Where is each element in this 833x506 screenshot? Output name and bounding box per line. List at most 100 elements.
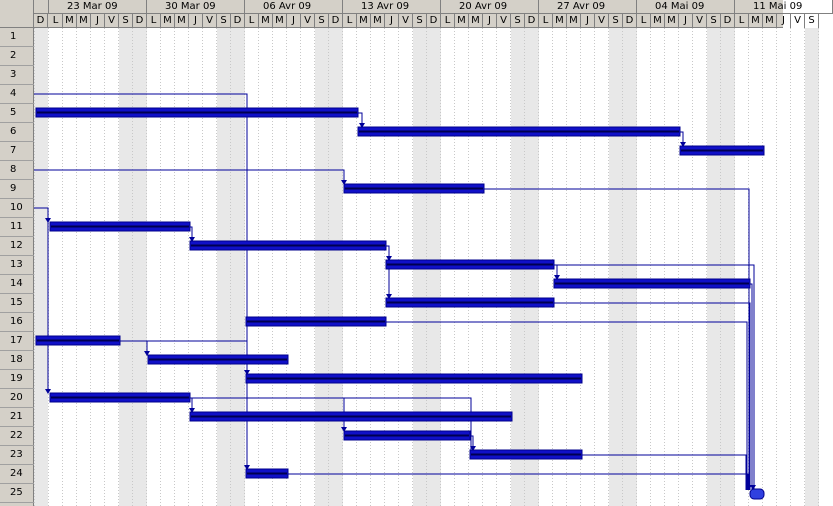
weekend-shading xyxy=(231,28,245,506)
day-letter: L xyxy=(441,14,455,28)
day-letter: J xyxy=(581,14,595,28)
day-letter: M xyxy=(371,14,385,28)
day-letter: L xyxy=(637,14,651,28)
day-letter: S xyxy=(315,14,329,28)
day-letter: M xyxy=(357,14,371,28)
dependency-link xyxy=(554,264,558,279)
dependency-link xyxy=(386,321,748,490)
row-number[interactable]: 15 xyxy=(0,294,34,313)
dependency-link xyxy=(34,169,345,184)
day-letter: V xyxy=(497,14,511,28)
link-arrowhead xyxy=(386,256,392,261)
row-number[interactable]: 1 xyxy=(0,28,34,47)
day-letter: V xyxy=(301,14,315,28)
dependency-link xyxy=(680,131,684,146)
day-letter: L xyxy=(735,14,749,28)
weekend-shading xyxy=(133,28,147,506)
day-letter: V xyxy=(399,14,413,28)
weekend-shading xyxy=(805,28,819,506)
day-letter: S xyxy=(217,14,231,28)
row-number[interactable]: 19 xyxy=(0,370,34,389)
row-number[interactable]: 8 xyxy=(0,161,34,180)
day-letter: J xyxy=(777,14,791,28)
day-letter: J xyxy=(483,14,497,28)
day-letter: D xyxy=(623,14,637,28)
day-letter: D xyxy=(133,14,147,28)
link-arrowhead xyxy=(45,389,51,394)
milestone[interactable] xyxy=(749,488,765,500)
day-letter: M xyxy=(77,14,91,28)
row-number[interactable]: 11 xyxy=(0,218,34,237)
link-arrowhead xyxy=(680,142,686,147)
row-number[interactable]: 3 xyxy=(0,66,34,85)
row-number[interactable]: 9 xyxy=(0,180,34,199)
row-number[interactable]: 5 xyxy=(0,104,34,123)
row-number[interactable]: 24 xyxy=(0,465,34,484)
row-number[interactable]: 7 xyxy=(0,142,34,161)
week-label: 27 Avr 09 xyxy=(539,0,637,14)
dependency-link xyxy=(582,454,747,490)
gantt-chart-area[interactable] xyxy=(34,28,819,506)
day-letter: V xyxy=(693,14,707,28)
week-label: 04 Mai 09 xyxy=(637,0,735,14)
dependency-link xyxy=(750,283,753,490)
row-number[interactable]: 13 xyxy=(0,256,34,275)
dependency-link xyxy=(554,302,751,490)
row-number[interactable]: 12 xyxy=(0,237,34,256)
row-number[interactable]: 20 xyxy=(0,389,34,408)
day-letter: S xyxy=(119,14,133,28)
link-arrowhead xyxy=(386,294,392,299)
link-arrowhead xyxy=(554,275,560,280)
weekend-shading xyxy=(119,28,133,506)
row-number[interactable]: 10 xyxy=(0,199,34,218)
row-number[interactable]: 2 xyxy=(0,47,34,66)
link-arrowhead xyxy=(244,465,250,470)
row-number[interactable]: 4 xyxy=(0,85,34,104)
day-letter: S xyxy=(413,14,427,28)
row-number[interactable]: 16 xyxy=(0,313,34,332)
day-letter: S xyxy=(707,14,721,28)
day-letter: D xyxy=(329,14,343,28)
link-arrowhead xyxy=(470,446,476,451)
row-number[interactable]: 18 xyxy=(0,351,34,370)
row-number[interactable]: 14 xyxy=(0,275,34,294)
row-number[interactable]: 21 xyxy=(0,408,34,427)
dependency-link xyxy=(190,397,472,450)
day-letter: M xyxy=(749,14,763,28)
day-letter: M xyxy=(763,14,777,28)
link-arrowhead xyxy=(244,370,250,375)
day-letter: D xyxy=(525,14,539,28)
dependency-link xyxy=(470,435,474,450)
day-letter: M xyxy=(651,14,665,28)
weekend-shading xyxy=(721,28,735,506)
row-number[interactable]: 23 xyxy=(0,446,34,465)
weekend-shading xyxy=(34,28,48,506)
day-letter: M xyxy=(63,14,77,28)
link-arrowhead xyxy=(189,408,195,413)
day-letter: J xyxy=(189,14,203,28)
row-number[interactable]: 22 xyxy=(0,427,34,446)
day-letter: J xyxy=(385,14,399,28)
row-number[interactable]: 6 xyxy=(0,123,34,142)
day-letter: M xyxy=(553,14,567,28)
dependency-link xyxy=(288,473,749,490)
link-arrowhead xyxy=(750,485,756,490)
day-letter: L xyxy=(245,14,259,28)
day-letter: J xyxy=(287,14,301,28)
gantt-svg[interactable] xyxy=(34,28,819,506)
week-label: 23 Mar 09 xyxy=(49,0,147,14)
week-label: 06 Avr 09 xyxy=(245,0,343,14)
link-arrowhead xyxy=(341,427,347,432)
day-letter: D xyxy=(721,14,735,28)
weekend-shading xyxy=(707,28,721,506)
day-letter: L xyxy=(49,14,63,28)
row-number[interactable]: 25 xyxy=(0,484,34,503)
link-arrowhead xyxy=(746,485,752,490)
row-number[interactable]: 17 xyxy=(0,332,34,351)
day-letter: J xyxy=(91,14,105,28)
day-letter: V xyxy=(105,14,119,28)
day-letter: V xyxy=(791,14,805,28)
